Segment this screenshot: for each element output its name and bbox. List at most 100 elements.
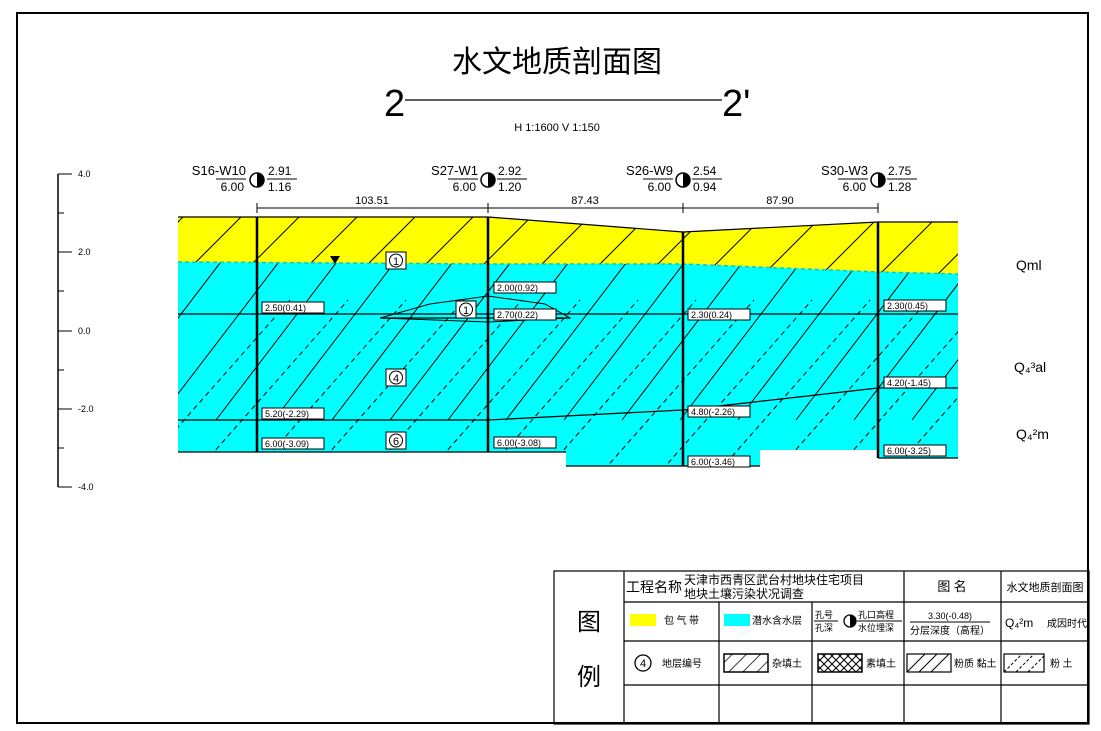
borehole-head-elev: 2.54 [693,164,717,178]
svg-text:2.30(0.24): 2.30(0.24) [691,310,732,320]
svg-text:2.30(0.45): 2.30(0.45) [887,301,928,311]
legend-vadose-swatch [630,614,656,626]
vadose-zone [178,217,958,274]
legend-layer-number-symbol: 4 [634,654,652,672]
borehole-head-elev: 2.75 [888,164,912,178]
svg-text:孔口高程: 孔口高程 [858,609,894,620]
svg-text:水位埋深: 水位埋深 [858,622,894,633]
spacing-label: 87.43 [571,195,599,207]
borehole-water-depth: 0.94 [693,180,717,194]
borehole-header-s26: S26-W9 6.00 2.54 0.94 [626,163,722,194]
elevation-axis: 4.0 2.0 0.0 -2.0 -4.0 [57,169,94,492]
svg-text:2.00(0.92): 2.00(0.92) [497,283,538,293]
legend-plain-fill-label: 素填土 [866,657,896,670]
section-start-label: 2 [384,83,405,125]
drawing-name-value: 水文地质剖面图 [1007,580,1084,594]
legend-title: 例 [577,664,601,691]
borehole-depth: 6.00 [221,180,245,194]
age-label: Q₄²m [1016,426,1049,442]
borehole-id: S16-W10 [192,163,246,178]
svg-text:2.70(0.22): 2.70(0.22) [497,310,538,320]
svg-text:4: 4 [393,373,399,385]
legend-depth-sample: 3.30(-0.48) [928,611,972,621]
svg-text:6.00(-3.46): 6.00(-3.46) [691,457,735,467]
borehole-head-elev: 2.91 [268,164,292,178]
legend-aquifer-swatch [724,614,750,626]
layer-number-box: 1 [455,300,477,319]
svg-text:6: 6 [393,436,399,448]
project-name-line1: 天津市西青区武台村地块住宅项目 [684,572,864,587]
axis-tick-label: 0.0 [78,326,91,336]
legend-silt-label: 粉 土 [1050,657,1073,670]
axis-tick-label: 4.0 [78,169,91,179]
svg-text:1: 1 [393,256,399,268]
svg-text:2.50(0.41): 2.50(0.41) [265,303,306,313]
drawing-name-label: 图 名 [937,579,966,594]
svg-text:6.00(-3.08): 6.00(-3.08) [497,438,541,448]
svg-text:4.80(-2.26): 4.80(-2.26) [691,407,735,417]
depth-label: 2.30(0.24) [687,308,751,321]
borehole-header-s16: S16-W10 6.00 2.91 1.16 [192,163,297,194]
project-name-label: 工程名称 [626,580,682,596]
svg-text:4: 4 [640,658,646,670]
depth-label: 2.50(0.41) [261,301,325,314]
legend-aquifer-label: 潜水含水层 [752,614,802,627]
legend-fill-swatch [723,653,769,673]
svg-text:孔深: 孔深 [815,623,833,633]
spacing-dimension [256,203,879,213]
borehole-depth: 6.00 [453,180,477,194]
legend-age-text: 成因时代 [1047,618,1087,630]
legend-depth-text: 分层深度（高程） [910,624,990,637]
spacing-label: 87.90 [766,195,794,207]
borehole-id: S26-W9 [626,163,673,178]
depth-label: 2.70(0.22) [493,308,557,321]
axis-tick-label: -4.0 [78,482,94,492]
borehole-water-depth: 1.16 [268,180,292,194]
spacing-label: 103.51 [355,195,389,207]
legend-age-symbol: Q₄²m [1005,616,1033,630]
depth-label: 5.20(-2.29) [261,407,325,420]
svg-text:4.20(-1.45): 4.20(-1.45) [887,378,931,388]
layer-number-box: 1 [385,251,407,270]
title-block [553,570,1090,725]
svg-text:孔号: 孔号 [815,610,833,620]
drawing-title: 水文地质剖面图 [452,46,662,79]
depth-label: 4.80(-2.26) [687,405,751,418]
fill-hatching [178,217,958,274]
legend-silty-clay-label: 粉质 黏土 [954,657,997,670]
depth-labels: 2.50(0.41) 5.20(-2.29) 6.00(-3.09) 2.00(0.9… [261,281,947,468]
depth-label: 2.30(0.45) [883,299,947,312]
silty-clay-hatching [178,262,958,421]
borehole-header-s30: S30-W3 6.00 2.75 1.28 [821,163,917,194]
legend-layer-number-label: 地层编号 [662,657,702,670]
legend-silt-swatch [1003,653,1045,673]
svg-text:6.00(-3.09): 6.00(-3.09) [265,439,309,449]
borehole-id: S30-W3 [821,163,868,178]
water-level-marker [330,256,340,264]
legend-silty-clay-swatch [906,653,952,673]
legend-title: 图 [577,610,601,636]
borehole-water-depth: 1.28 [888,180,912,194]
depth-label: 6.00(-3.08) [493,436,557,449]
borehole-lines [255,217,880,466]
borehole-id: S27-W1 [431,163,478,178]
project-name-line2: 地块土壤污染状况调查 [684,586,804,601]
age-label: Qml [1016,257,1042,273]
layer-number-box: 4 [385,368,407,387]
svg-text:1: 1 [463,305,469,317]
depth-label: 2.00(0.92) [493,281,557,294]
layer-number-box: 6 [385,431,407,450]
axis-tick-label: -2.0 [78,404,94,414]
scale-label: H 1:1600 V 1:150 [514,122,600,134]
axis-tick-label: 2.0 [78,247,91,257]
depth-label: 6.00(-3.09) [261,437,325,450]
depth-label: 6.00(-3.46) [687,455,751,468]
svg-text:6.00(-3.25): 6.00(-3.25) [887,446,931,456]
depth-label: 6.00(-3.25) [883,444,947,457]
legend-vadose-label: 包 气 带 [664,614,699,627]
age-label: Q₄³al [1014,359,1046,375]
borehole-depth: 6.00 [648,180,672,194]
phreatic-aquifer [178,262,958,466]
legend-borehole-symbol: 孔号 孔深 孔口高程 水位埋深 [814,609,902,633]
